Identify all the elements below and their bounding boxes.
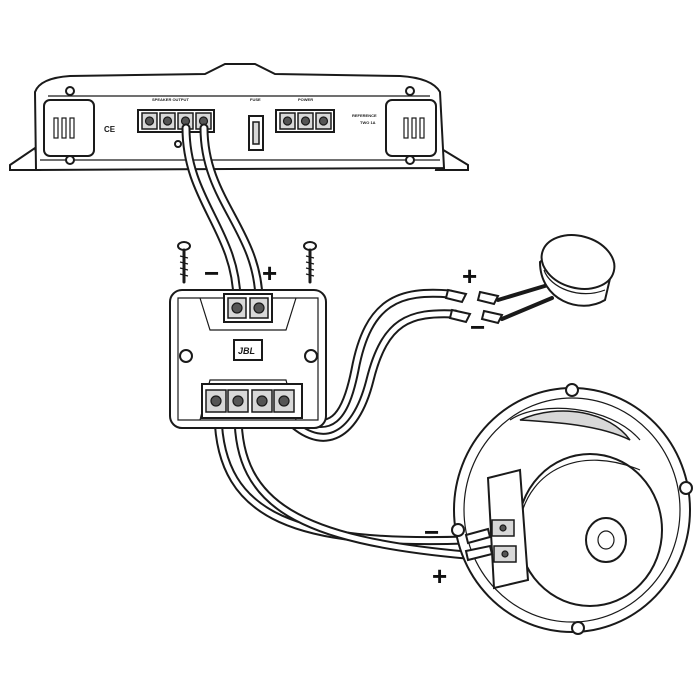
woofer-dustcap [585,517,627,563]
amp-screw-icon [65,86,75,96]
tweeter [444,234,616,325]
tweeter-dome [540,234,616,290]
amp-screw-icon [65,155,75,165]
woofer-mount-icon [679,481,693,495]
woofer-minus-sign: − [424,517,439,547]
woofer-basket-arc [509,407,641,441]
power-label: POWER [298,97,313,102]
mounting-screw-left-icon [177,241,191,284]
crossover-plus-sign: + [262,258,277,288]
fuse-icon [252,121,260,145]
power-terminals [279,112,332,130]
speaker-terminals [141,112,212,130]
crossover-logo-frame [233,339,263,361]
woofer-mount-icon [565,383,579,397]
woofer-plus-sign: + [432,561,447,591]
tweeter-plus-sign: + [462,261,477,291]
crossover-screw-icon [179,349,193,363]
amplifier: CE SPEAKER OUTPUT FUSE POWER REFERENCE T… [9,63,469,172]
amp-model-label: TWO 1A [360,120,376,125]
crossover: JBL [169,289,327,429]
speaker-output-label: SPEAKER OUTPUT [152,97,189,102]
amp-brand-label: REFERENCE [352,113,377,118]
mounting-screw-right-icon [303,241,317,284]
wires [181,123,471,560]
amp-right-heatsink [385,99,437,157]
crossover-minus-sign: − [204,258,219,288]
amp-body [33,63,446,172]
crossover-output-terminals [201,383,303,419]
woofer-mount-icon [571,621,585,635]
amp-screw-icon [405,86,415,96]
amp-indicator-icon [174,140,182,148]
tweeter-connector-plus [444,288,468,304]
tweeter-minus-sign: − [470,312,485,342]
crossover-input-terminals [223,293,273,323]
amp-screw-icon [405,155,415,165]
tweeter-connector-minus [448,308,472,324]
woofer-mount-icon [451,523,465,537]
woofer [451,383,693,635]
ce-mark: CE [104,125,116,134]
crossover-screw-icon [304,349,318,363]
crossover-logo: JBL [238,346,255,356]
fuse-label: FUSE [250,97,261,102]
amp-left-heatsink [43,99,95,157]
